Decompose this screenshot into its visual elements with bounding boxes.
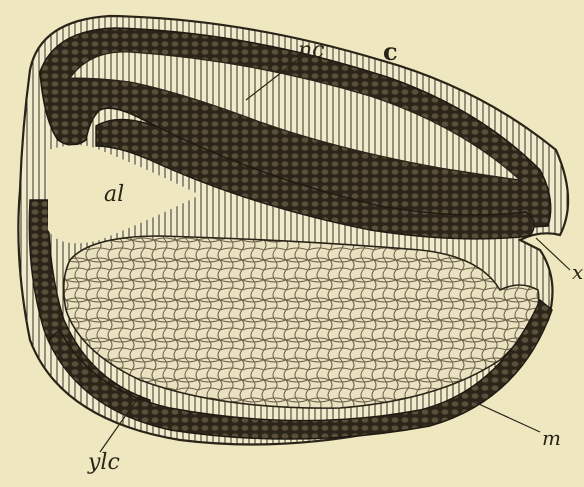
label-al: al	[104, 184, 124, 206]
label-ylc: ylc	[88, 452, 120, 474]
label-m: m	[542, 428, 561, 448]
label-c: c	[383, 40, 398, 64]
label-x: x	[572, 262, 583, 282]
label-nc: nc	[298, 40, 325, 62]
leader-m	[470, 400, 540, 432]
